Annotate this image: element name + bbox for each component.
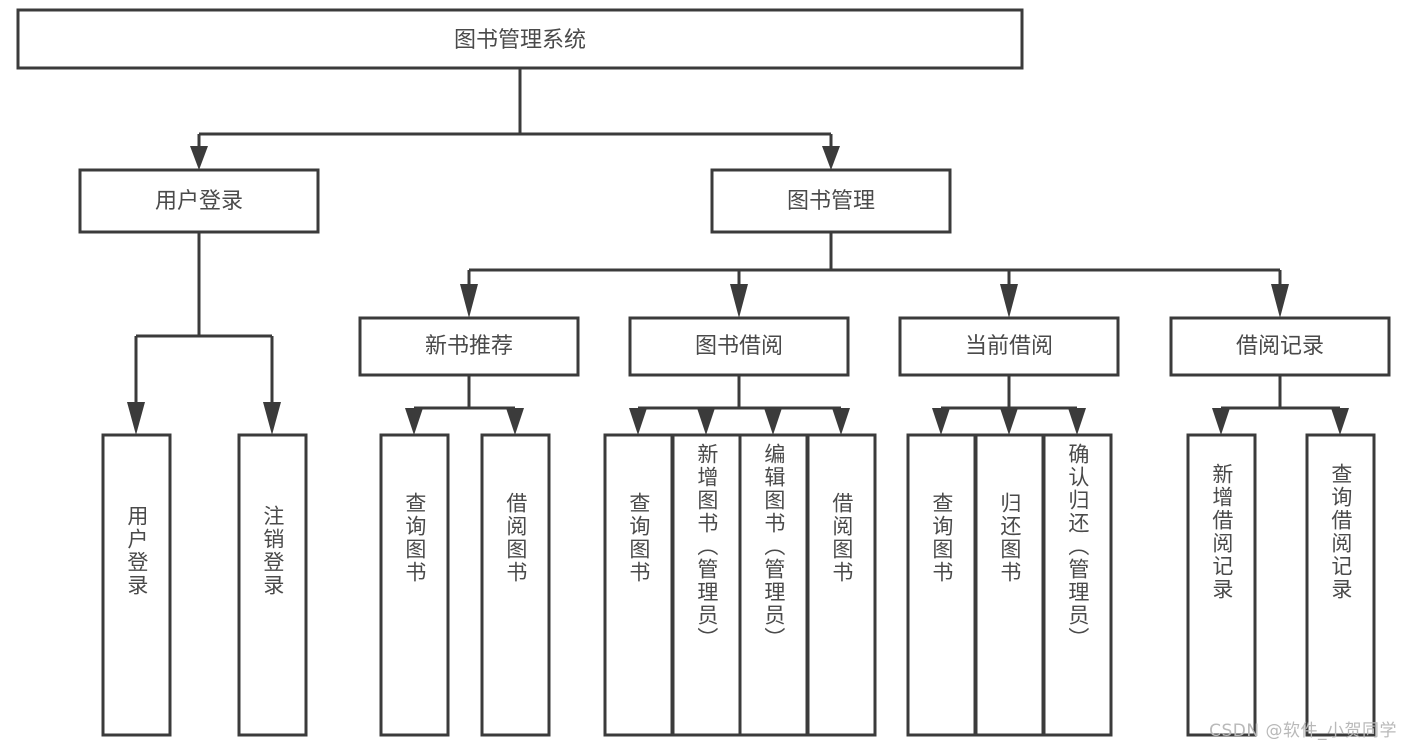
arrow-to-current-borrow — [1000, 284, 1018, 318]
leaf-newbook-borrow-book[interactable] — [480, 433, 551, 737]
leaf-bookborrow-edit-book[interactable] — [738, 433, 809, 737]
csdn-watermark: CSDN @软件_小贺同学 — [1209, 721, 1397, 741]
node-root[interactable] — [16, 8, 1024, 70]
node-current-borrow-label: 当前借阅 — [965, 334, 1053, 359]
arrow-to-leaf-user-login — [127, 402, 145, 435]
arrow-currentborrow-leaf-1 — [932, 408, 950, 435]
leaf-currentborrow-confirm-return[interactable] — [1042, 433, 1113, 737]
arrow-bookborrow-leaf-2 — [697, 408, 715, 435]
node-book-borrow-label: 图书借阅 — [695, 334, 783, 359]
arrow-currentborrow-leaf-2 — [1000, 408, 1018, 435]
leaf-bookborrow-borrow-book[interactable] — [806, 433, 877, 737]
leaf-bookborrow-add-book[interactable] — [671, 433, 742, 737]
node-user-login[interactable] — [78, 168, 320, 234]
node-new-book-recommend-label: 新书推荐 — [425, 334, 513, 359]
connector-layer — [127, 68, 1349, 435]
leaf-borrowrecord-query-record[interactable] — [1305, 433, 1376, 737]
arrow-bookborrow-leaf-1 — [629, 408, 647, 435]
arrow-currentborrow-leaf-3 — [1068, 408, 1086, 435]
arrow-newbook-leaf-2 — [506, 408, 524, 435]
node-borrow-record-label: 借阅记录 — [1236, 334, 1324, 359]
node-book-manage[interactable] — [710, 168, 952, 234]
arrow-bookborrow-leaf-4 — [832, 408, 850, 435]
node-borrow-record[interactable] — [1169, 316, 1391, 377]
leaf-user-login[interactable] — [101, 433, 172, 737]
arrow-to-new-book — [460, 284, 478, 318]
leaf-logout[interactable] — [237, 433, 308, 737]
node-layer: 图书管理系统 用户登录 图书管理 新书推荐 图书借阅 当前借阅 借阅记录 — [16, 8, 1391, 737]
arrow-borrowrecord-leaf-2 — [1331, 408, 1349, 435]
leaf-currentborrow-return-book[interactable] — [974, 433, 1045, 737]
node-user-login-label: 用户登录 — [155, 189, 243, 214]
leaf-currentborrow-query-book[interactable] — [906, 433, 977, 737]
node-root-label: 图书管理系统 — [454, 28, 586, 53]
node-new-book-recommend[interactable] — [358, 316, 580, 377]
arrow-newbook-leaf-1 — [405, 408, 423, 435]
arrow-borrowrecord-leaf-1 — [1212, 408, 1230, 435]
arrow-to-book-borrow — [730, 284, 748, 318]
node-book-borrow[interactable] — [628, 316, 850, 377]
arrow-to-borrow-record — [1271, 284, 1289, 318]
arrow-to-book-manage — [822, 146, 840, 170]
leaf-newbook-query-book[interactable] — [379, 433, 450, 737]
arrow-to-user-login — [190, 146, 208, 170]
node-current-borrow[interactable] — [898, 316, 1120, 377]
leaf-borrowrecord-add-record[interactable] — [1186, 433, 1257, 737]
leaf-bookborrow-query-book[interactable] — [603, 433, 674, 737]
arrow-to-leaf-logout — [263, 402, 281, 435]
arrow-bookborrow-leaf-3 — [764, 408, 782, 435]
node-book-manage-label: 图书管理 — [787, 189, 875, 214]
